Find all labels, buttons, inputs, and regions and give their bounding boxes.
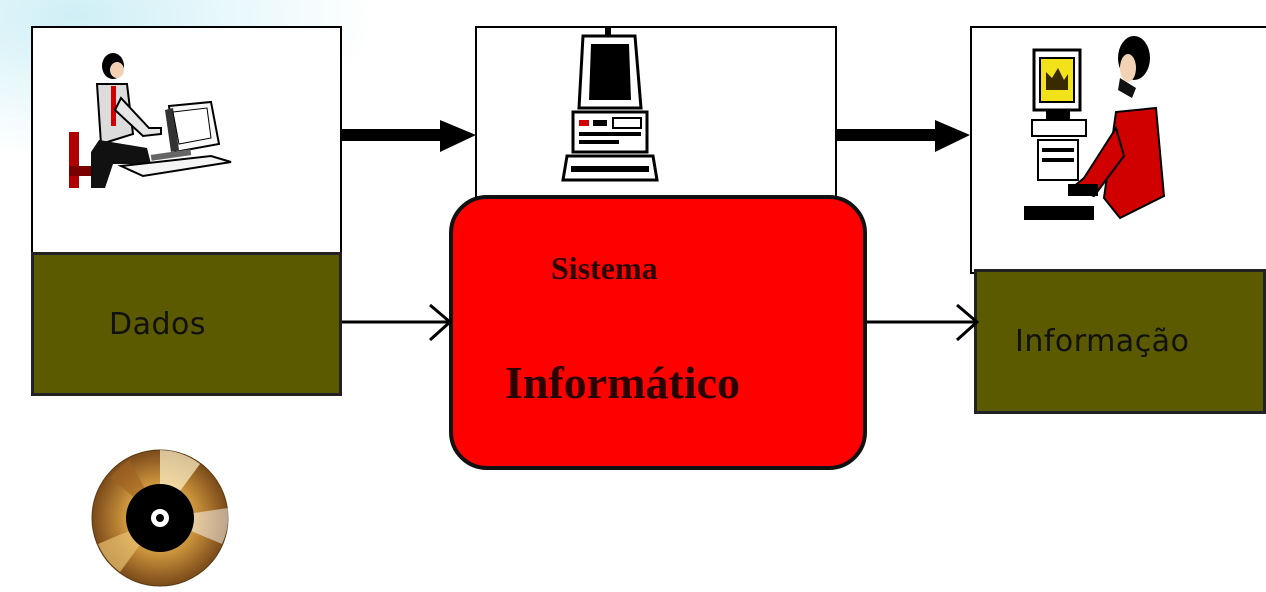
middle-arrow-left xyxy=(342,303,453,342)
input-label-box: Dados xyxy=(31,252,342,396)
system-label-line1: Sistema xyxy=(551,250,658,286)
person-at-computer-icon xyxy=(69,53,232,188)
input-picture-panel xyxy=(31,26,342,256)
output-label-box: Informação xyxy=(974,269,1266,414)
output-picture-panel xyxy=(970,26,1266,274)
top-arrow-right xyxy=(837,120,970,152)
system-box xyxy=(449,195,867,470)
computer-tower-icon xyxy=(561,28,659,182)
system-label-line2: Informático xyxy=(505,357,741,408)
person-reading-screen-icon xyxy=(1024,36,1166,220)
middle-arrow-right xyxy=(867,303,980,342)
top-arrow-left xyxy=(342,120,476,152)
input-label: Dados xyxy=(109,306,207,342)
output-label: Informação xyxy=(1015,324,1190,359)
compact-disc-icon xyxy=(91,449,229,587)
